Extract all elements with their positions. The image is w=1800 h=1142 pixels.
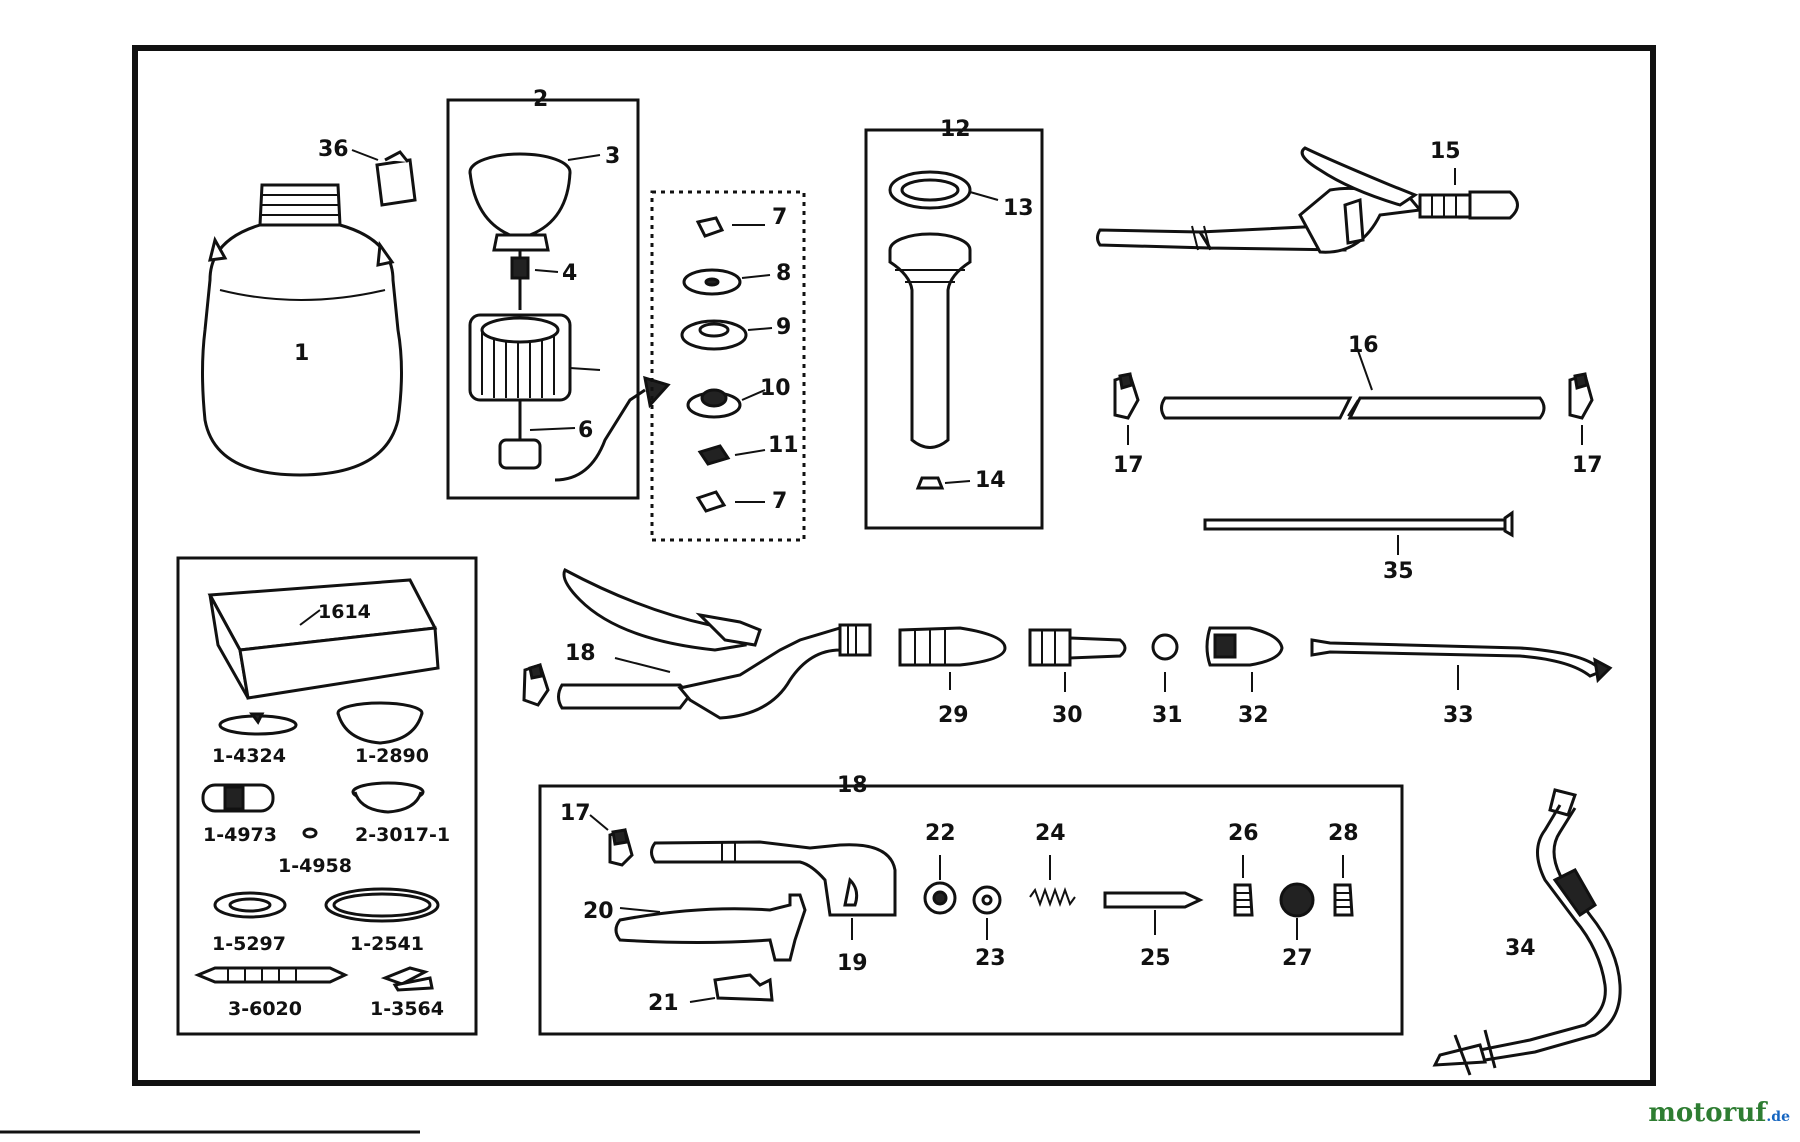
- nozzle-parts-29-33: [898, 626, 1613, 692]
- valve-parts-box: [650, 190, 806, 542]
- callout-13: 13: [1003, 196, 1034, 221]
- callout-23: 23: [975, 946, 1006, 971]
- callout-9: 9: [776, 315, 791, 340]
- callout-17c: 17: [560, 801, 591, 826]
- callout-12: 12: [940, 117, 971, 142]
- callout-29: 29: [938, 703, 969, 728]
- kit-case-drawing: [207, 578, 440, 700]
- callout-31: 31: [1152, 703, 1183, 728]
- callout-22: 22: [925, 821, 956, 846]
- callout-21: 21: [648, 991, 679, 1016]
- watermark-logo: motoruf.de: [1648, 1098, 1790, 1128]
- callout-19: 19: [837, 951, 868, 976]
- watermark-suffix: .de: [1766, 1109, 1790, 1125]
- kit-part-1: 1-4324: [212, 745, 286, 767]
- callout-20: 20: [583, 899, 614, 924]
- callout-4: 4: [562, 261, 577, 286]
- cap-36-part: [351, 149, 417, 207]
- callout-25: 25: [1140, 946, 1171, 971]
- callout-8: 8: [776, 261, 791, 286]
- outer-frame: [132, 45, 1656, 1086]
- callout-26: 26: [1228, 821, 1259, 846]
- callout-7b: 7: [772, 489, 787, 514]
- pump-group-box: [446, 98, 640, 500]
- callout-16: 16: [1348, 333, 1379, 358]
- kit-part-5: 1-4958: [278, 855, 352, 877]
- cylinder-assembly: [888, 170, 999, 490]
- pruner-parts-box: [538, 784, 1404, 1036]
- callout-35: 35: [1383, 559, 1414, 584]
- pruner-head-18: [522, 567, 872, 720]
- callout-32: 32: [1238, 703, 1269, 728]
- callout-14: 14: [975, 468, 1006, 493]
- rod-35: [1203, 510, 1514, 555]
- kit-part-7: 1-2541: [350, 933, 424, 955]
- valve-parts: [680, 216, 773, 513]
- callout-1: 1: [294, 341, 309, 366]
- spray-wand-15: [1096, 146, 1519, 254]
- kit-part-8: 3-6020: [228, 998, 302, 1020]
- cylinder-group-box: [864, 128, 1044, 530]
- callout-7a: 7: [772, 205, 787, 230]
- kit-part-3: 1-4973: [203, 824, 277, 846]
- callout-24: 24: [1035, 821, 1066, 846]
- kit-box-frame: [176, 556, 478, 1036]
- callout-3: 3: [605, 144, 620, 169]
- tank-part: [201, 183, 403, 477]
- callout-18a: 18: [565, 641, 596, 666]
- kit-parts: [194, 701, 440, 992]
- kit-part-4: 2-3017-1: [355, 824, 450, 846]
- callout-17a: 17: [1113, 453, 1144, 478]
- kit-part-2: 1-2890: [355, 745, 429, 767]
- callout-11: 11: [768, 433, 799, 458]
- callout-15: 15: [1430, 139, 1461, 164]
- pump-assembly: [468, 152, 671, 482]
- callout-36: 36: [318, 137, 349, 162]
- extension-tube-16: [1113, 344, 1594, 445]
- kit-case-label: 1614: [318, 601, 371, 623]
- callout-30: 30: [1052, 703, 1083, 728]
- callout-28: 28: [1328, 821, 1359, 846]
- kit-part-6: 1-5297: [212, 933, 286, 955]
- kit-part-9: 1-3564: [370, 998, 444, 1020]
- callout-17b: 17: [1572, 453, 1603, 478]
- hose-34: [1432, 788, 1622, 1076]
- callout-10: 10: [760, 376, 791, 401]
- callout-6: 6: [578, 418, 593, 443]
- callout-34: 34: [1505, 936, 1536, 961]
- callout-27: 27: [1282, 946, 1313, 971]
- callout-33: 33: [1443, 703, 1474, 728]
- watermark-main: motoruf: [1648, 1098, 1767, 1128]
- pruner-parts: [589, 814, 1354, 1003]
- callout-18b: 18: [837, 773, 868, 798]
- callout-2: 2: [533, 87, 548, 112]
